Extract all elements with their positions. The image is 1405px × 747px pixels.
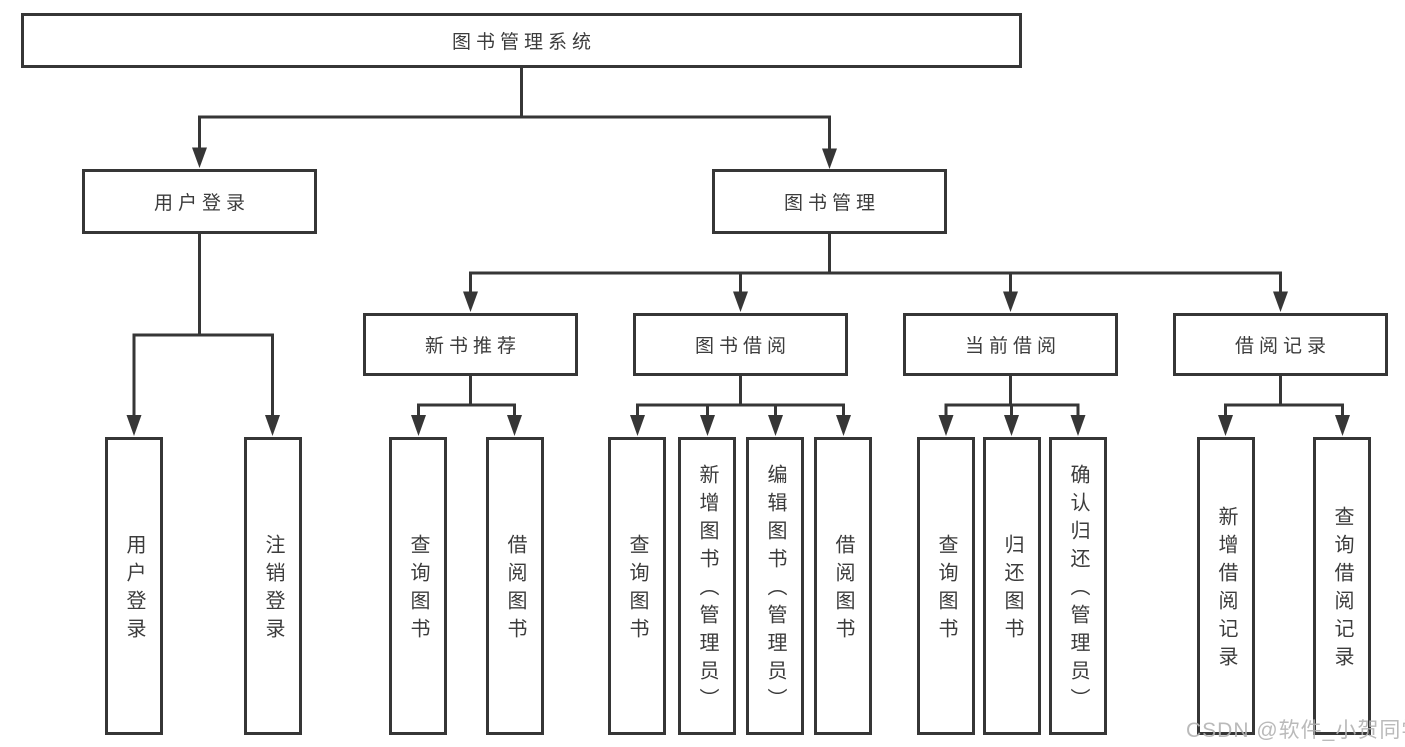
leaf-logout: 注销登录: [244, 437, 302, 735]
node-current-borrowing: 当前借阅: [903, 313, 1118, 376]
arrow-down-icon: [1335, 415, 1350, 436]
node-book-management: 图书管理: [712, 169, 947, 234]
arrow-down-icon: [1218, 415, 1233, 436]
arrowheads: [126, 147, 1350, 436]
leaf-user-login: 用户登录: [105, 437, 163, 735]
leaf-confirm-return-admin: 确认归还（管理员）: [1049, 437, 1107, 735]
arrow-down-icon: [836, 415, 851, 436]
arrow-down-icon: [1004, 415, 1019, 436]
arrow-down-icon: [265, 415, 280, 436]
arrow-down-icon: [411, 415, 426, 436]
leaf-edit-book-admin: 编辑图书（管理员）: [746, 437, 804, 735]
node-new-book-recommendation: 新书推荐: [363, 313, 578, 376]
arrow-down-icon: [1070, 415, 1086, 436]
arrow-down-icon: [630, 415, 645, 436]
arrow-down-icon: [700, 415, 715, 436]
node-user-login: 用户登录: [82, 169, 317, 234]
tree-edges: [132, 68, 1344, 420]
arrow-down-icon: [192, 147, 207, 168]
arrow-down-icon: [938, 415, 954, 436]
leaf-add-borrow-record: 新增借阅记录: [1197, 437, 1255, 735]
leaf-return-books: 归还图书: [983, 437, 1041, 735]
leaf-borrow-books-borrowing: 借阅图书: [814, 437, 872, 735]
arrow-down-icon: [1003, 291, 1018, 312]
arrow-down-icon: [126, 415, 142, 436]
leaf-query-books-borrowing: 查询图书: [608, 437, 666, 735]
leaf-add-book-admin: 新增图书（管理员）: [678, 437, 736, 735]
leaf-borrow-books-recommend: 借阅图书: [486, 437, 544, 735]
csdn-watermark: CSDN @软件_小贺同学: [1186, 719, 1405, 742]
leaf-query-borrow-record: 查询借阅记录: [1313, 437, 1371, 735]
node-library-management-system: 图书管理系统: [21, 13, 1022, 68]
leaf-query-books-current: 查询图书: [917, 437, 975, 735]
arrow-down-icon: [768, 415, 783, 436]
arrow-down-icon: [507, 415, 522, 436]
node-borrowing-records: 借阅记录: [1173, 313, 1388, 376]
arrow-down-icon: [822, 148, 837, 169]
node-book-borrowing: 图书借阅: [633, 313, 848, 376]
arrow-down-icon: [463, 291, 478, 312]
leaf-query-books-recommend: 查询图书: [389, 437, 447, 735]
arrow-down-icon: [733, 291, 748, 312]
arrow-down-icon: [1273, 291, 1288, 312]
